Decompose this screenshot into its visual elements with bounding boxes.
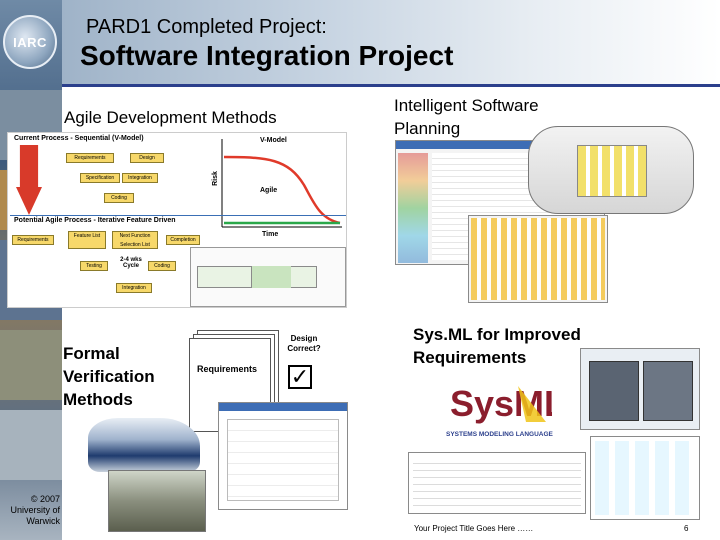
page-number: 6: [684, 524, 689, 533]
process-box: Coding: [104, 193, 134, 203]
planning-gantt-screenshot: [468, 215, 608, 303]
timeline-panel: [190, 247, 346, 307]
process-box: Next Function Selection List: [112, 231, 158, 249]
sysml-logo-graphic: SysML: [450, 383, 566, 424]
heading-formal: Formal Verification Methods: [63, 344, 155, 409]
window-titlebar: [219, 403, 347, 411]
down-arrow-icon: [16, 145, 42, 215]
header-divider: [62, 84, 720, 87]
current-process-label: Current Process - Sequential (V-Model): [14, 135, 144, 142]
process-box: Design: [130, 153, 164, 163]
page-title: Software Integration Project: [80, 40, 454, 71]
check-icon: ✓: [288, 365, 312, 389]
process-box: Integration: [116, 283, 152, 293]
process-box: Feature List: [68, 231, 106, 249]
sequence-lines: [413, 457, 581, 509]
ecu-node-grid: [577, 145, 647, 197]
title-line-1: PARD1 Completed Project:: [86, 16, 327, 38]
process-box: Requirements: [12, 235, 54, 245]
strip-photo-block: [0, 330, 62, 400]
sysml-block-diagram: [590, 436, 700, 520]
sysml-sequence-diagram: [408, 452, 586, 514]
gantt-grid: [471, 218, 605, 300]
agile-curve-label: Agile: [260, 187, 278, 194]
sysml-logo: SysML: [448, 376, 566, 426]
heading-intelligent: Intelligent Software Planning: [394, 96, 539, 138]
offroad-car-photo: [108, 470, 206, 532]
window-titlebar: [396, 141, 604, 149]
hmi-chassis-view: [589, 361, 639, 421]
hmi-chassis-view: [643, 361, 693, 421]
risk-axis-label: Risk: [211, 171, 219, 186]
editor-diagram: [227, 419, 339, 501]
process-box: Coding: [148, 261, 176, 271]
process-box: Specification: [80, 173, 120, 183]
header-band: [62, 0, 720, 84]
block-grid: [595, 441, 695, 515]
iarc-logo: IARC: [3, 15, 57, 69]
timeline-bar: [251, 266, 291, 288]
time-axis-label: Time: [262, 231, 279, 238]
footer-project-title: Your Project Title Goes Here ……: [414, 524, 534, 533]
car-architecture-diagram: [528, 126, 694, 214]
car-photo: [88, 418, 200, 472]
strip-photo-block: [0, 410, 62, 480]
model-editor-screenshot: [218, 402, 348, 510]
process-box: Testing: [80, 261, 108, 271]
sysml-subtitle: SYSTEMS MODELING LANGUAGE: [446, 431, 553, 438]
vehicle-hmi-screenshot: [580, 348, 700, 430]
design-correct-label: Design Correct?: [287, 334, 321, 353]
sysml-logo-text: SysML: [450, 383, 552, 424]
spreadsheet-sidebar: [398, 153, 428, 263]
process-box: Completion: [166, 235, 200, 245]
requirements-label: Requirements: [197, 364, 258, 374]
copyright-text: © 2007 University of Warwick: [10, 494, 60, 526]
potential-process-label: Potential Agile Process - Iterative Feat…: [14, 217, 176, 224]
vmodel-label: V-Model: [260, 137, 287, 144]
process-box: Integration: [122, 173, 158, 183]
heading-agile: Agile Development Methods: [64, 108, 277, 127]
section-divider: [10, 215, 346, 216]
cycle-label: 2-4 wks Cycle: [120, 257, 142, 269]
heading-sysml: Sys.ML for Improved Requirements: [413, 325, 581, 367]
agile-process-diagram: Current Process - Sequential (V-Model) R…: [7, 132, 347, 308]
logo-text: IARC: [13, 34, 47, 50]
process-box: Requirements: [66, 153, 114, 163]
